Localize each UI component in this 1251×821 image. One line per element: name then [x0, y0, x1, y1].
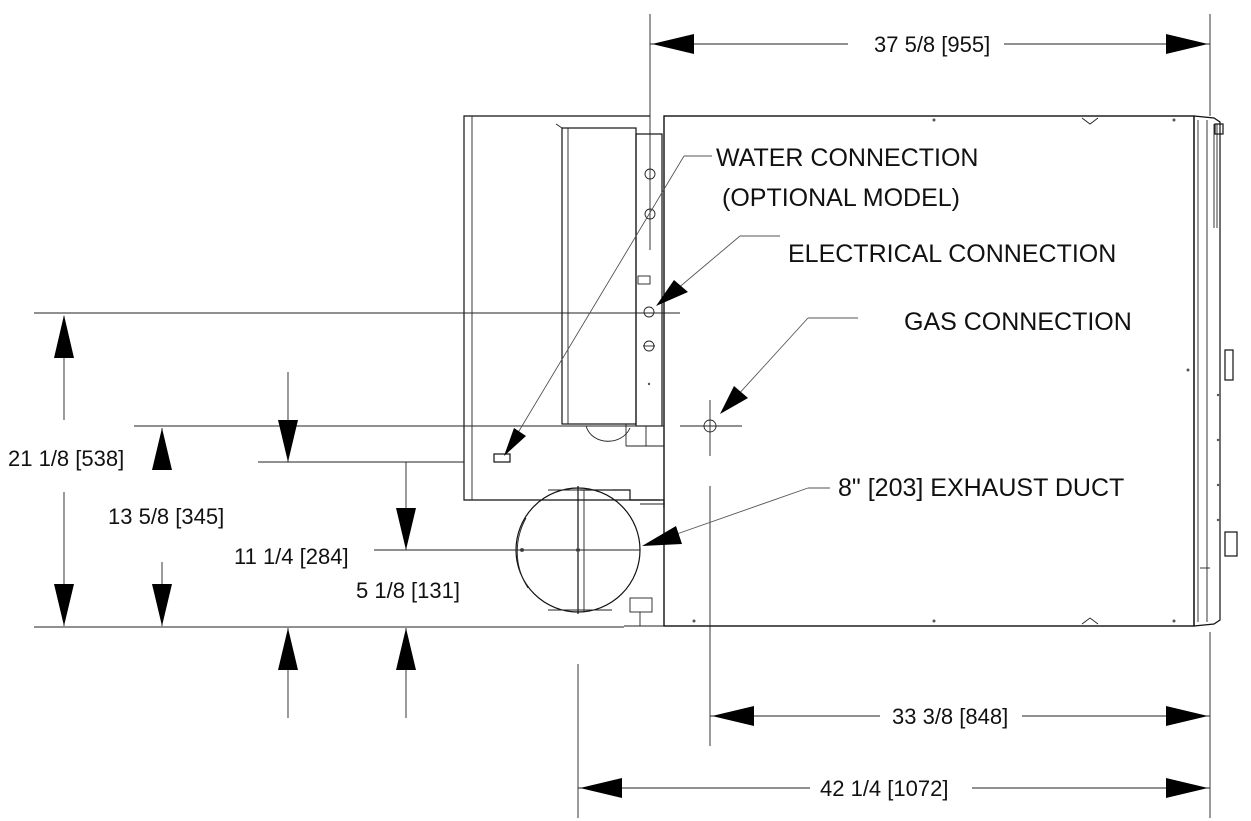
- electrical-arrow: [656, 280, 688, 306]
- dim-overall-width: 42 1/4 [1072]: [820, 776, 948, 801]
- dim-top-width: 37 5/8 [955]: [874, 32, 990, 57]
- dim-height-5: 5 1/8 [131]: [356, 578, 460, 603]
- exhaust-duct: [515, 486, 665, 627]
- water-connection-note: (OPTIONAL MODEL): [722, 184, 960, 212]
- door-hinge: [1224, 531, 1238, 557]
- callout-leaders: [504, 155, 858, 546]
- connection-strip: [635, 133, 663, 427]
- water-arrow: [504, 428, 526, 456]
- gas-arrow: [720, 386, 748, 414]
- unit-body: [663, 115, 1238, 627]
- door-handle: [1224, 349, 1234, 381]
- rear-housing: [463, 115, 664, 501]
- gas-connection-label: GAS CONNECTION: [904, 308, 1132, 336]
- exhaust-arrow: [642, 526, 682, 546]
- inner-panel: [561, 127, 637, 425]
- exhaust-duct-label: 8" [203] EXHAUST DUCT: [838, 474, 1124, 502]
- water-connection-label: WATER CONNECTION: [716, 144, 979, 172]
- electrical-connection-label: ELECTRICAL CONNECTION: [788, 240, 1116, 268]
- main-cabinet: [663, 115, 1195, 627]
- water-connection-block: [493, 453, 511, 463]
- horizontal-dimensions: [578, 34, 1210, 798]
- door-frame: [1193, 115, 1221, 627]
- dim-height-11: 11 1/4 [284]: [234, 544, 349, 569]
- dim-height-13: 13 5/8 [345]: [108, 504, 224, 529]
- extension-lines: [34, 14, 1211, 818]
- dim-height-21: 21 1/8 [538]: [8, 446, 124, 471]
- dim-right-width: 33 3/8 [848]: [892, 704, 1008, 729]
- vertical-dimensions: [54, 315, 416, 718]
